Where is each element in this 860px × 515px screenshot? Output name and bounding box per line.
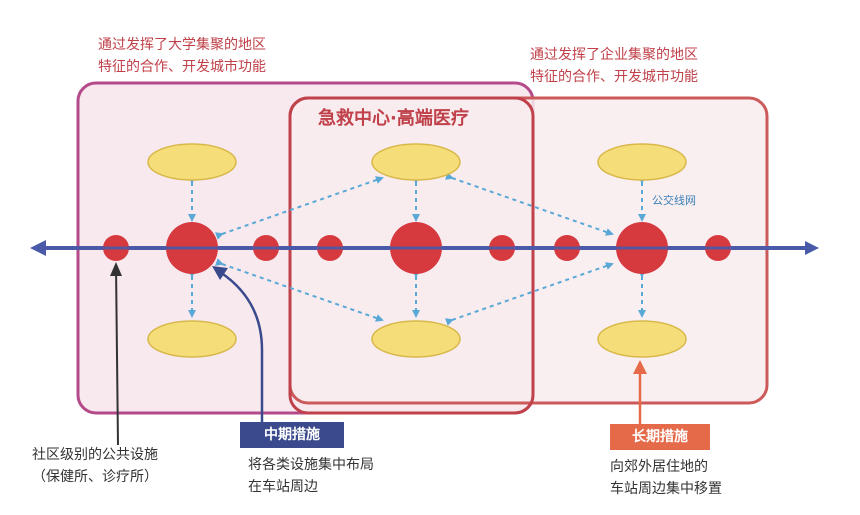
facility-lower-center: [371, 320, 461, 358]
facility-ellipses: [147, 143, 687, 358]
facility-upper-left: [147, 143, 237, 181]
facility-upper-right: [597, 143, 687, 181]
university-region-caption-line1: 通过发挥了大学集聚的地区: [98, 37, 266, 53]
center-region: [288, 96, 535, 415]
transit-axis-left-arrowhead: [30, 240, 46, 256]
long-term-line2: 车站周边集中移置: [610, 481, 722, 497]
community-facility-line1: 社区级别的公共设施: [32, 447, 158, 463]
university-region-caption-line2: 特征的合作、开发城市功能: [98, 59, 266, 75]
facility-upper-center: [371, 143, 461, 181]
mid-term-line2: 在车站周边: [248, 479, 318, 495]
long-term-pointer-head: [633, 360, 647, 374]
long-term-tag: 长期措施: [610, 424, 710, 450]
long-term-line1: 向郊外居住地的: [610, 459, 708, 475]
enterprise-region-caption-line2: 特征的合作、开发城市功能: [530, 69, 698, 85]
community-facility-line2: （保健所、诊疗所）: [32, 469, 158, 485]
facility-lower-right: [597, 320, 687, 358]
community-pointer: [115, 265, 119, 446]
mid-term-tag: 中期措施: [240, 422, 344, 448]
mid-term-pointer: [219, 270, 264, 430]
enterprise-region: [288, 96, 769, 405]
center-region-title: 急救中心·高端医疗: [318, 108, 469, 129]
facility-lower-left: [147, 320, 237, 358]
community-pointer-head: [110, 262, 122, 276]
bus-network-label: 公交线网: [652, 194, 696, 207]
mid-term-line1: 将各类设施集中布局: [248, 457, 374, 473]
bus-network-links: [188, 172, 646, 326]
enterprise-region-caption-line1: 通过发挥了企业集聚的地区: [530, 47, 698, 63]
mid-term-pointer-head: [212, 266, 228, 280]
